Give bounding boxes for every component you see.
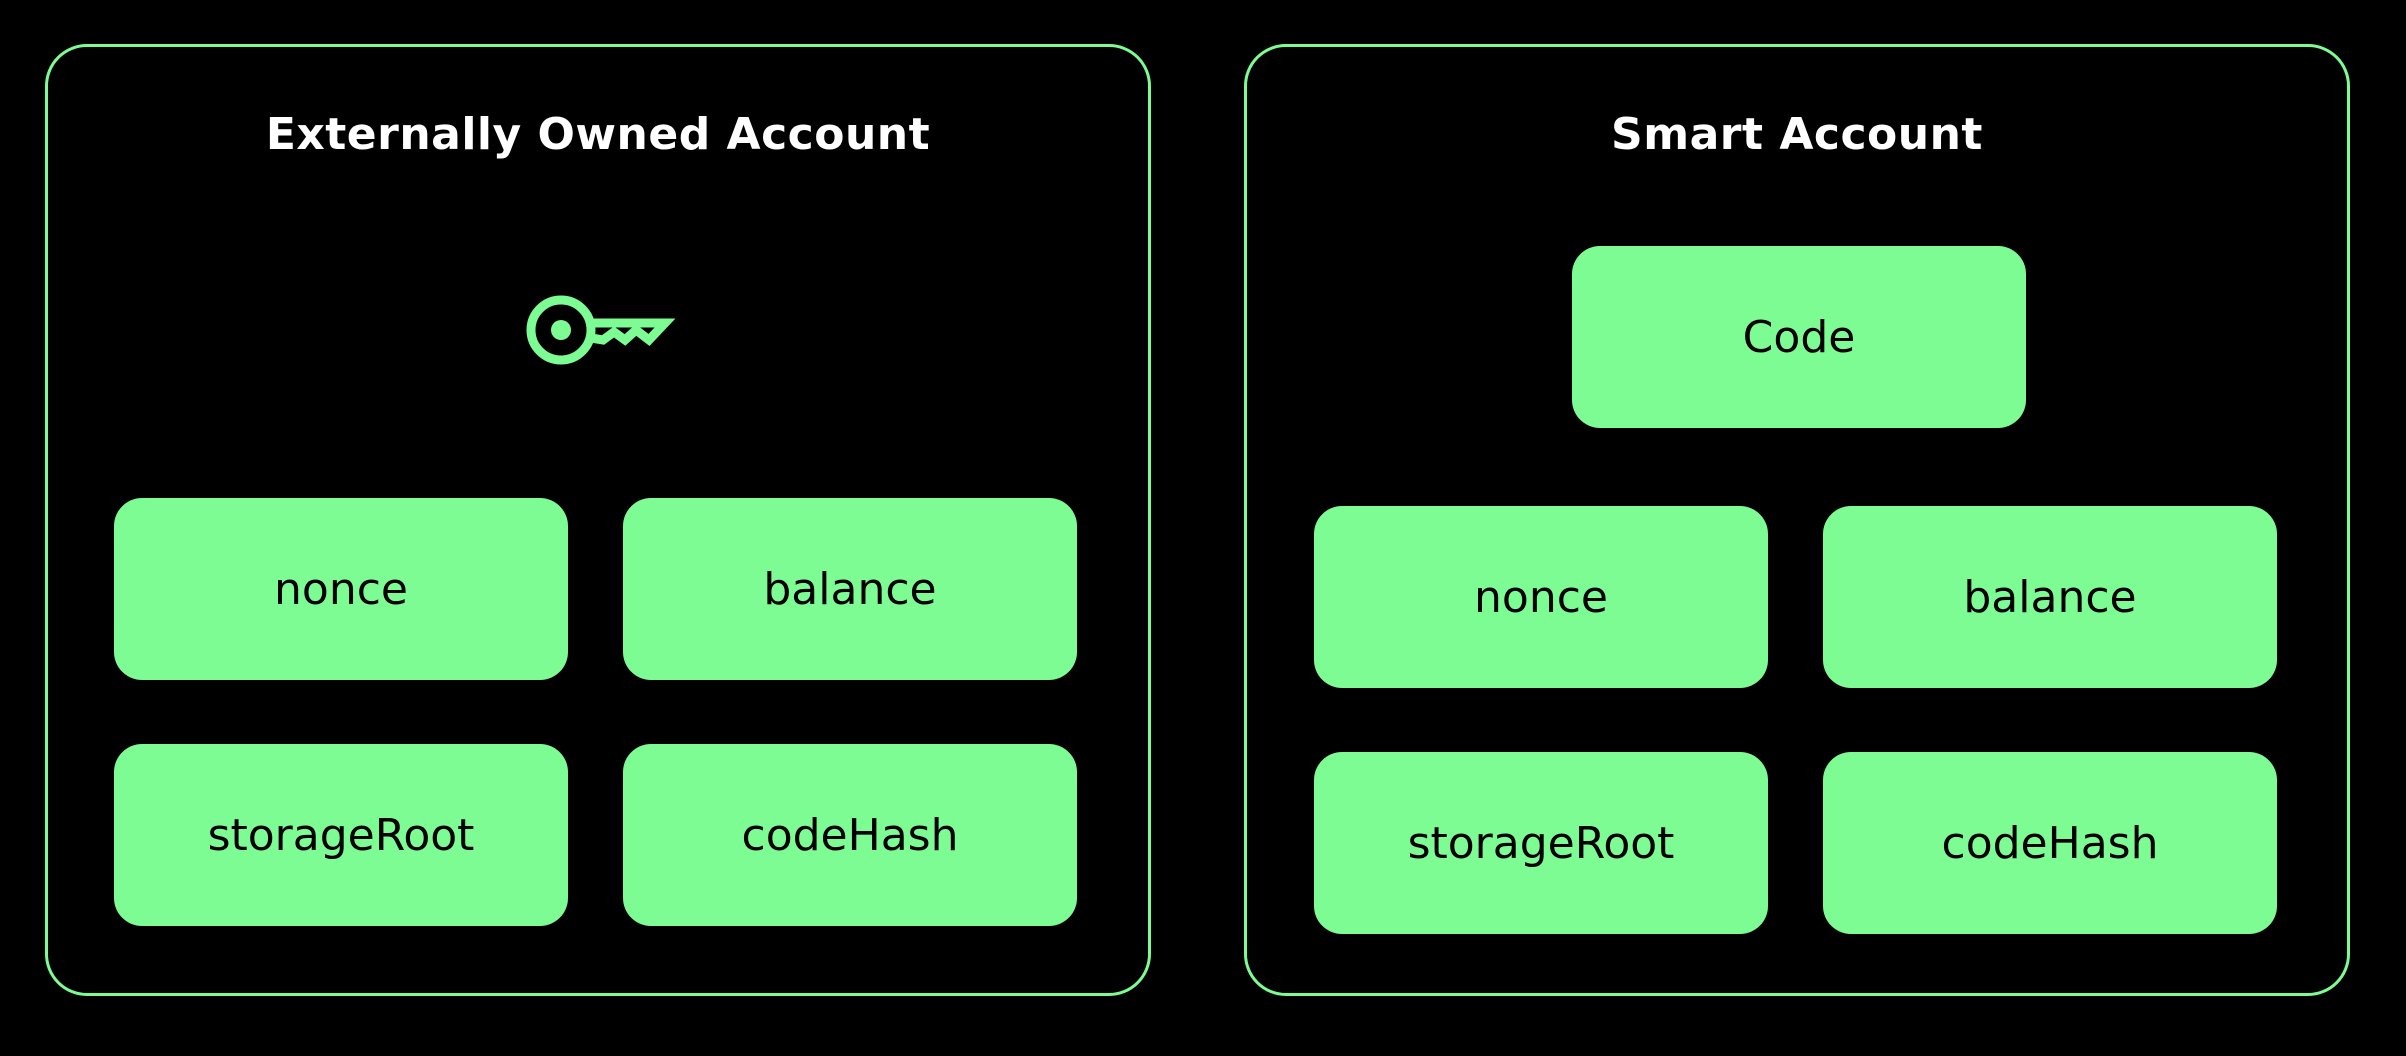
smart-field-code: Code [1572,246,2026,428]
smart-field-storage-root: storageRoot [1314,752,1768,934]
eoa-field-code-hash: codeHash [623,744,1077,926]
smart-field-nonce: nonce [1314,506,1768,688]
smart-field-code-hash: codeHash [1823,752,2277,934]
eoa-field-balance: balance [623,498,1077,680]
eoa-field-storage-root: storageRoot [114,744,568,926]
eoa-title: Externally Owned Account [265,109,931,160]
smart-account-title: Smart Account [1611,109,1983,160]
key-icon [526,295,675,365]
smart-field-balance: balance [1823,506,2277,688]
eoa-panel: Externally Owned Account nonce balance s… [45,44,1151,996]
eoa-field-nonce: nonce [114,498,568,680]
smart-account-panel: Smart Account Code nonce balance storage… [1244,44,2350,996]
